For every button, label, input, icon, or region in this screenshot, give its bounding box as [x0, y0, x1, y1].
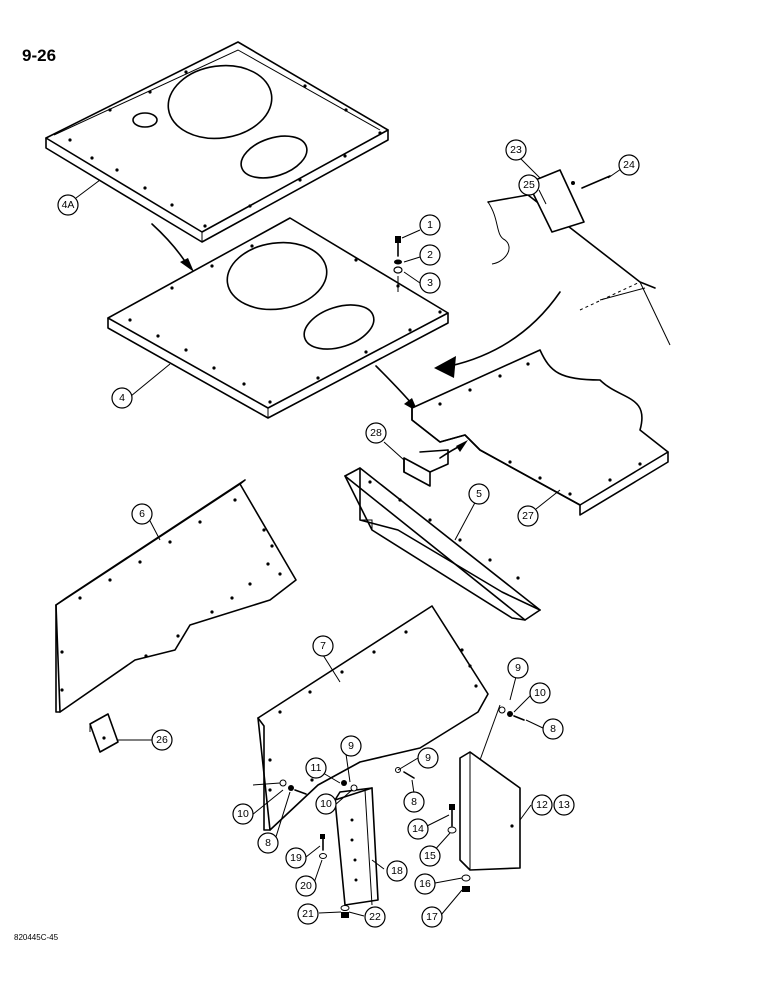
svg-text:15: 15: [424, 850, 436, 862]
support-12-13: [459, 704, 521, 871]
callout-28: 28: [365, 422, 387, 444]
svg-text:3: 3: [427, 277, 433, 289]
leader-lines: [75, 157, 622, 917]
callout-4: 4: [111, 387, 133, 409]
svg-text:12: 12: [536, 799, 548, 811]
svg-text:25: 25: [523, 179, 535, 191]
callout-26: 26: [151, 729, 173, 751]
svg-text:9: 9: [348, 740, 354, 752]
svg-text:14: 14: [412, 823, 424, 835]
callout-8-b: 8: [403, 791, 425, 813]
callout-6: 6: [131, 503, 153, 525]
u-bracket-28: [403, 449, 449, 487]
side-panel-6: [55, 479, 297, 713]
callout-7: 7: [312, 635, 334, 657]
callout-9-c: 9: [417, 747, 439, 769]
svg-text:10: 10: [534, 687, 546, 699]
callout-2: 2: [419, 244, 441, 266]
upper-right-panel: [487, 169, 671, 346]
svg-text:8: 8: [265, 837, 271, 849]
svg-text:8: 8: [411, 796, 417, 808]
callout-22: 22: [364, 906, 386, 928]
callout-17: 17: [421, 906, 443, 928]
callout-8-c: 8: [257, 832, 279, 854]
floor-plate-4: [107, 217, 449, 419]
channel-5: [344, 467, 541, 621]
svg-text:11: 11: [311, 762, 322, 774]
callout-19: 19: [285, 847, 307, 869]
floor-plate-4a: [45, 41, 389, 243]
svg-text:17: 17: [426, 911, 438, 923]
svg-text:16: 16: [419, 878, 431, 890]
svg-text:21: 21: [302, 908, 314, 920]
callout-27: 27: [517, 505, 539, 527]
svg-text:10: 10: [237, 808, 249, 820]
svg-text:13: 13: [558, 799, 570, 811]
callout-3: 3: [419, 272, 441, 294]
svg-text:5: 5: [476, 488, 482, 500]
callout-21: 21: [297, 903, 319, 925]
callout-20: 20: [295, 875, 317, 897]
callout-23: 23: [505, 139, 527, 161]
post-18: [334, 787, 379, 906]
callout-4a: 4A: [57, 194, 79, 216]
svg-text:4A: 4A: [62, 199, 75, 211]
callout-14: 14: [407, 818, 429, 840]
callout-11: 11: [305, 757, 327, 779]
callout-9-a: 9: [507, 657, 529, 679]
callout-1: 1: [419, 214, 441, 236]
svg-text:23: 23: [510, 144, 522, 156]
callout-12: 12: [531, 794, 553, 816]
svg-text:8: 8: [550, 723, 556, 735]
callout-8-a: 8: [542, 718, 564, 740]
callout-24: 24: [618, 154, 640, 176]
svg-text:20: 20: [300, 880, 312, 892]
svg-text:4: 4: [119, 392, 125, 404]
floor-plate-27: [411, 349, 669, 516]
svg-text:10: 10: [320, 798, 332, 810]
callout-25: 25: [518, 174, 540, 196]
svg-text:24: 24: [623, 159, 635, 171]
svg-text:6: 6: [139, 508, 145, 520]
hardware: [279, 706, 525, 918]
svg-text:2: 2: [427, 249, 433, 261]
svg-text:18: 18: [391, 865, 403, 877]
callout-18: 18: [386, 860, 408, 882]
callout-9-b: 9: [340, 735, 362, 757]
svg-text:22: 22: [369, 911, 381, 923]
svg-text:19: 19: [290, 852, 302, 864]
callout-5: 5: [468, 483, 490, 505]
page-number: 9-26: [22, 46, 57, 65]
callout-10-c: 10: [232, 803, 254, 825]
svg-text:27: 27: [522, 510, 534, 522]
svg-text:28: 28: [370, 427, 382, 439]
svg-text:1: 1: [427, 219, 433, 231]
svg-text:9: 9: [515, 662, 521, 674]
callout-16: 16: [414, 873, 436, 895]
reference-code: 820445C-45: [14, 933, 59, 942]
svg-text:7: 7: [320, 640, 326, 652]
svg-text:26: 26: [156, 734, 168, 746]
svg-text:9: 9: [425, 752, 431, 764]
bracket-26: [89, 713, 119, 753]
callout-13: 13: [553, 794, 575, 816]
bolt-stack-1-3: [393, 236, 403, 292]
callout-15: 15: [419, 845, 441, 867]
callout-10-a: 10: [529, 682, 551, 704]
callout-10-b: 10: [315, 793, 337, 815]
